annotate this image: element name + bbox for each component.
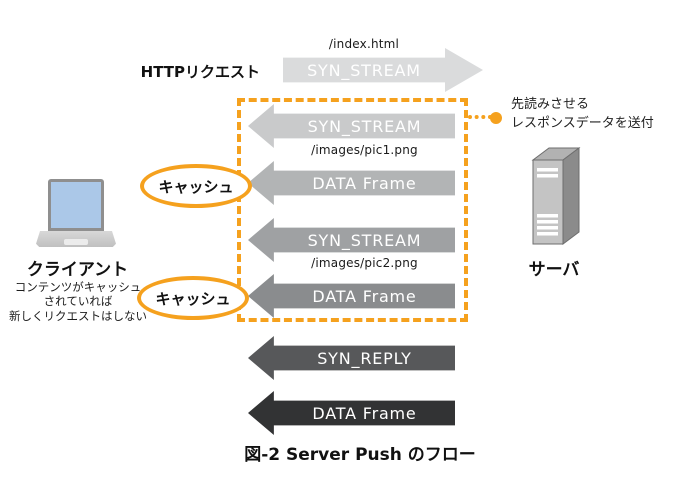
client-note-line3: 新しくリクエストはしない (9, 308, 147, 323)
syn-stream-push1-arrow-label: SYN_STREAM (307, 116, 422, 136)
cache-badge-1: キャッシュ (140, 164, 252, 208)
syn-stream-request-arrow: SYN_STREAM (283, 48, 483, 92)
client-note-line2: されていれば (43, 294, 113, 309)
data-frame-push2-arrow-label: DATA Frame (312, 286, 417, 306)
client-note: コンテンツがキャッシュ されていれば 新しくリクエストはしない (3, 280, 153, 323)
client-note-line1: コンテンツがキャッシュ (14, 280, 142, 294)
cache-badge-2: キャッシュ (137, 276, 249, 320)
push-annotation-line2: レスポンスデータを送付 (511, 115, 654, 131)
push-annotation: 先読みさせる レスポンスデータを送付 (511, 96, 696, 134)
laptop-icon (48, 179, 104, 231)
annotation-connector-dot (490, 112, 502, 124)
pushed-path1-label: /images/pic1.png (311, 143, 418, 157)
cache-badge-2-label: キャッシュ (155, 289, 231, 308)
server-push-group-box (237, 98, 468, 322)
syn-reply-arrow: SYN_REPLY (248, 336, 455, 380)
pushed-path2-label: /images/pic2.png (311, 256, 418, 270)
data-frame-push1-arrow-label: DATA Frame (312, 173, 417, 193)
client-label: クライアント (26, 260, 129, 280)
syn-stream-request-arrow-label: SYN_STREAM (307, 60, 421, 80)
data-frame-reply-arrow: DATA Frame (248, 391, 455, 435)
syn-stream-push2-arrow-label: SYN_STREAM (307, 230, 422, 250)
request-path-label: /index.html (328, 37, 400, 51)
annotation-connector-line (468, 115, 492, 119)
data-frame-reply-arrow-label: DATA Frame (312, 403, 417, 423)
push-annotation-line1: 先読みさせる (511, 97, 590, 112)
figure-caption: 図-2 Server Push のフロー (244, 445, 476, 465)
laptop-trackpad (64, 239, 88, 245)
syn-reply-arrow-label: SYN_REPLY (317, 348, 412, 368)
http-request-label: HTTPリクエスト (140, 63, 260, 81)
cache-badge-1-label: キャッシュ (158, 177, 234, 196)
server-icon (523, 144, 585, 260)
server-label: サーバ (528, 260, 580, 280)
